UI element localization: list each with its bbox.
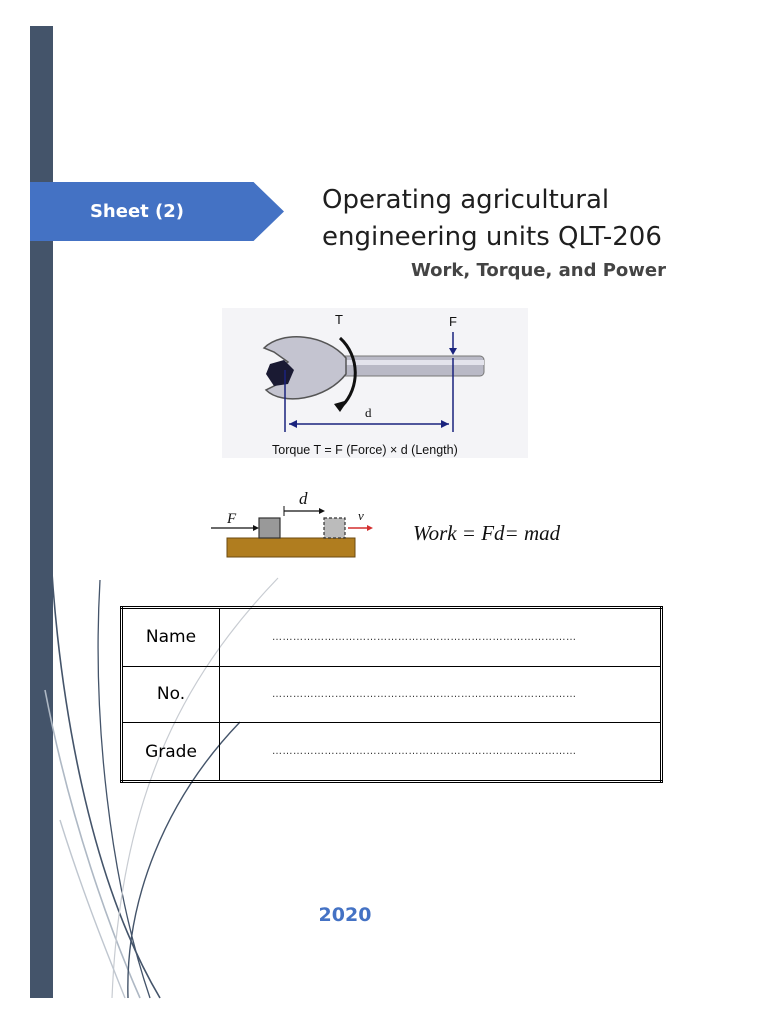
- table-row: Grade ……………………………………………………………………………: [121, 722, 662, 782]
- name-label: Name: [121, 607, 220, 667]
- year-label: 2020: [318, 904, 372, 926]
- torque-label-d: d: [365, 405, 372, 420]
- number-field[interactable]: ……………………………………………………………………………: [219, 665, 662, 724]
- torque-label-t: T: [335, 312, 343, 327]
- torque-wrench-figure: T F d Torque T = F (Force) × d (Length): [222, 308, 528, 458]
- sheet-label-tag: Sheet (2): [30, 182, 284, 241]
- grade-field[interactable]: ……………………………………………………………………………: [219, 722, 662, 782]
- torque-label-f: F: [449, 314, 457, 329]
- course-title-line-2: engineering units QLT-206: [322, 222, 662, 252]
- grade-label: Grade: [121, 722, 220, 782]
- work-diagram: F d v Work = Fd= mad: [211, 489, 561, 558]
- torque-caption: Torque T = F (Force) × d (Length): [272, 443, 458, 457]
- name-field[interactable]: ……………………………………………………………………………: [219, 607, 662, 667]
- work-label-v: v: [358, 508, 364, 523]
- student-info-table: Name …………………………………………………………………………… No. ……: [120, 606, 663, 783]
- side-bar: [30, 26, 53, 998]
- course-subtitle: Work, Torque, and Power: [410, 260, 666, 281]
- work-label-f: F: [226, 511, 237, 527]
- number-label: No.: [121, 665, 220, 724]
- course-title: Operating agricultural engineering units…: [322, 182, 742, 256]
- course-title-line-1: Operating agricultural: [322, 185, 610, 215]
- sheet-label: Sheet (2): [89, 201, 185, 222]
- table-row: Name ……………………………………………………………………………: [121, 607, 662, 667]
- work-formula: Work = Fd= mad: [413, 521, 561, 545]
- work-label-d: d: [299, 489, 308, 508]
- table-row: No. ……………………………………………………………………………: [121, 665, 662, 724]
